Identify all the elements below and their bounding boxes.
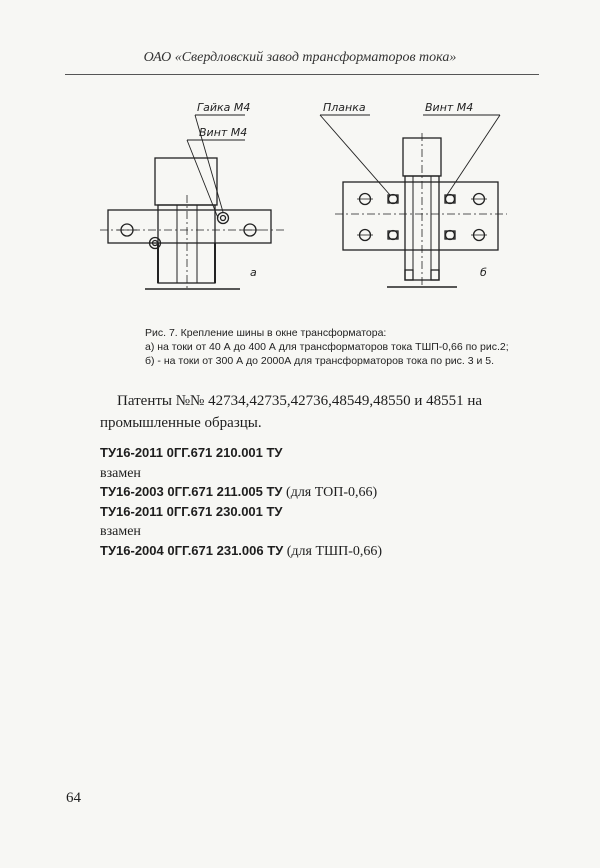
tu-line: взамен xyxy=(100,464,540,484)
tu-note: взамен xyxy=(100,465,141,481)
caption-line-a: а) на токи от 40 А до 400 А для трансфор… xyxy=(145,341,509,353)
tu-note: (для ТШП-0,66) xyxy=(283,543,383,559)
label-screw-m4-a: Винт М4 xyxy=(199,126,247,139)
figure-7: Гайка М4 Винт М4 а Планка Винт М4 б xyxy=(95,95,515,320)
label-bar: Планка xyxy=(323,101,366,114)
running-header: ОАО «Свердловский завод трансформаторов … xyxy=(143,50,457,65)
label-b: б xyxy=(480,266,487,279)
label-a: а xyxy=(250,266,257,279)
tu-note: взамен xyxy=(100,524,141,539)
tu-code: ТУ16-2004 0ГГ.671 231.006 ТУ xyxy=(100,542,284,558)
label-screw-m4-b: Винт М4 xyxy=(425,101,473,114)
patents-paragraph: Патенты №№ 42734,42735,42736,48549,48550… xyxy=(100,393,483,431)
figure-caption: Рис. 7. Крепление шины в окне трансформа… xyxy=(145,326,525,368)
caption-line-b: б) - на токи от 300 А до 2000А для транс… xyxy=(145,355,495,367)
caption-title: Рис. 7. Крепление шины в окне трансформа… xyxy=(145,327,387,339)
tu-code: ТУ16-2011 0ГГ.671 210.001 ТУ xyxy=(100,445,283,460)
drawing-a xyxy=(100,114,285,290)
tu-code: ТУ16-2003 0ГГ.671 211.005 ТУ xyxy=(100,484,283,499)
header-rule xyxy=(65,74,539,75)
page-number: 64 xyxy=(66,790,81,806)
tu-line: ТУ16-2003 0ГГ.671 211.005 ТУ (для ТОП-0,… xyxy=(100,483,540,503)
tu-list: ТУ16-2011 0ГГ.671 210.001 ТУ взамен ТУ16… xyxy=(100,444,540,561)
drawing-b xyxy=(319,114,507,288)
bus-mounting-drawing: Гайка М4 Винт М4 а Планка Винт М4 б xyxy=(100,101,507,290)
tu-line: ТУ16-2011 0ГГ.671 210.001 ТУ xyxy=(100,444,540,464)
tu-line: ТУ16-2004 0ГГ.671 231.006 ТУ (для ТШП-0,… xyxy=(100,542,540,562)
tu-note: (для ТОП-0,66) xyxy=(282,485,378,500)
label-nut-m4: Гайка М4 xyxy=(197,101,250,114)
tu-line: ТУ16-2011 0ГГ.671 230.001 ТУ xyxy=(100,503,540,523)
tu-line: взамен xyxy=(100,522,540,542)
tu-code: ТУ16-2011 0ГГ.671 230.001 ТУ xyxy=(100,503,283,519)
